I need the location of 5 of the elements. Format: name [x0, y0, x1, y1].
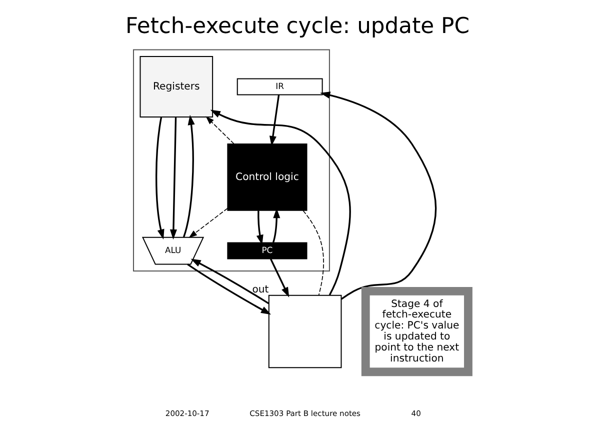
diagram-title: Fetch-execute cycle: update PC: [125, 14, 469, 39]
label: 2002-10-17: [164, 408, 209, 418]
label: CSE1303 Part B lecture notes: [249, 408, 360, 418]
label: 40: [410, 408, 420, 418]
node-label: out: [252, 284, 268, 296]
